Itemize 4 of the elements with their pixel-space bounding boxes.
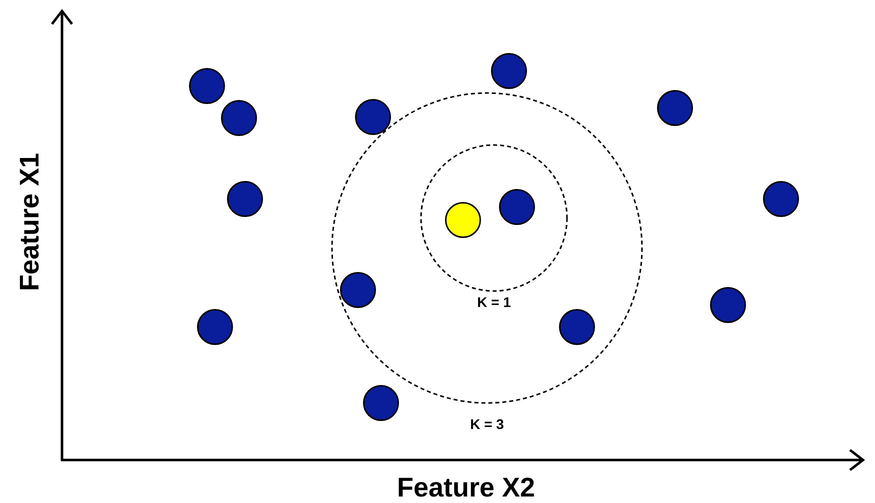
k-label: K = 3	[470, 416, 504, 432]
axis-label: Feature X2	[396, 472, 536, 503]
axis-label: Feature X1	[14, 152, 46, 292]
k-label: K = 1	[477, 294, 511, 310]
